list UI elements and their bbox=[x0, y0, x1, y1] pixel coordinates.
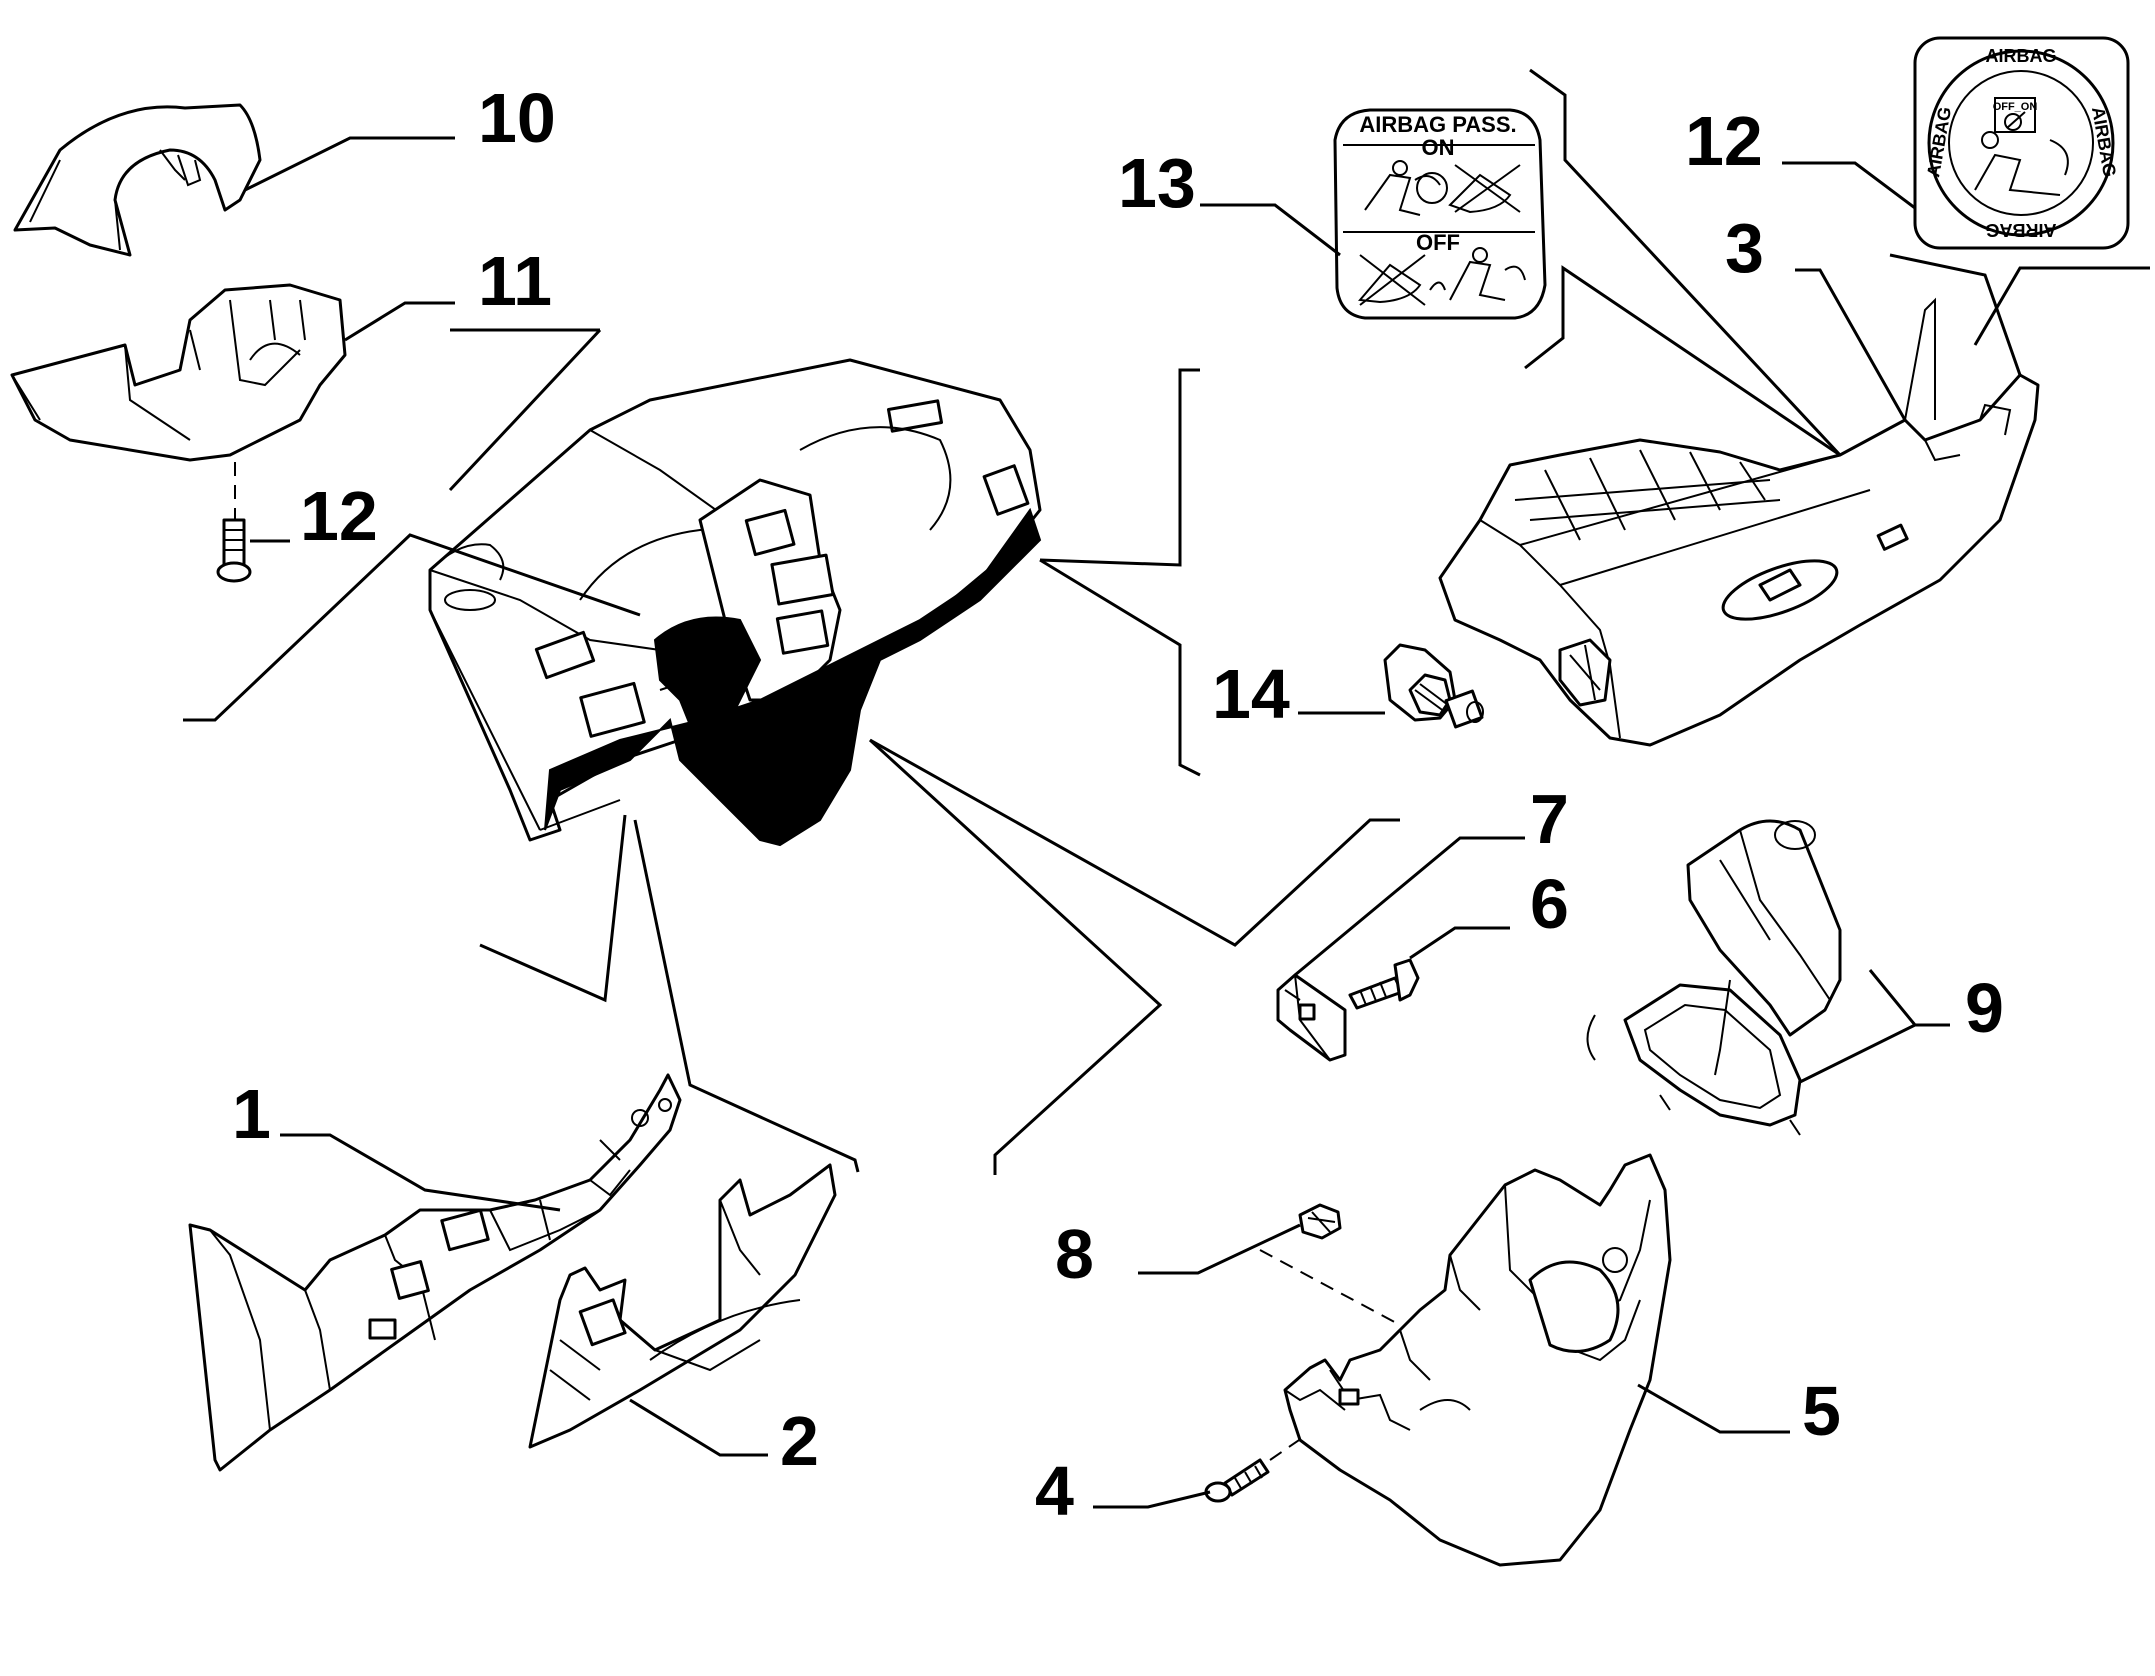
callout-12-right: 12 bbox=[1685, 102, 1763, 180]
seat-icon bbox=[1364, 160, 1448, 216]
leader-3b bbox=[1889, 253, 2022, 376]
callout-10: 10 bbox=[478, 79, 556, 157]
leader-dash-tl bbox=[183, 533, 641, 722]
leader-dash-11 bbox=[448, 328, 602, 492]
callout-3: 3 bbox=[1725, 209, 1764, 287]
part-5-center-console bbox=[1283, 1153, 1672, 1567]
part-11-lower-steering-shroud bbox=[10, 283, 347, 462]
part-3-glovebox bbox=[1438, 297, 2040, 747]
child-seat-crossed-icon bbox=[1448, 164, 1521, 214]
callout-13: 13 bbox=[1118, 144, 1196, 222]
leader-2 bbox=[629, 1398, 768, 1457]
leader-5 bbox=[1637, 1383, 1790, 1434]
on-text: ON bbox=[1422, 135, 1455, 160]
leader-6 bbox=[1409, 926, 1510, 960]
part-2-knee-panel bbox=[528, 1163, 837, 1449]
leader-13 bbox=[1200, 203, 1341, 257]
leader-dash-2 bbox=[633, 819, 860, 1173]
leader-10 bbox=[244, 136, 455, 192]
leader-9a bbox=[1868, 969, 1950, 1027]
leader-glovebox-top2 bbox=[1524, 265, 1841, 457]
leader-dash-r1 bbox=[1039, 368, 1200, 567]
part-14-switch bbox=[1383, 643, 1484, 729]
leader-11 bbox=[344, 301, 455, 342]
leader-glovebox-top bbox=[1529, 68, 1842, 457]
callout-1: 1 bbox=[232, 1075, 271, 1153]
callout-14: 14 bbox=[1212, 655, 1290, 733]
leader-dash-5 bbox=[868, 738, 1163, 1175]
leader-1 bbox=[280, 1133, 561, 1212]
off-text: OFF bbox=[1416, 230, 1460, 255]
leader-dash-1 bbox=[479, 814, 627, 1003]
part-7-bracket bbox=[1276, 973, 1347, 1062]
part-9-gear-boot bbox=[1586, 819, 1842, 1136]
part-13-airbag-pass-label: AIRBAG PASS. ON OFF bbox=[1333, 108, 1547, 320]
callout-5: 5 bbox=[1802, 1372, 1841, 1450]
callout-6: 6 bbox=[1530, 865, 1569, 943]
part-12-screw bbox=[216, 518, 252, 583]
leader-8 bbox=[1138, 1223, 1301, 1275]
leader-dash-7 bbox=[869, 738, 1400, 947]
off-on-text: OFF_ON bbox=[1993, 101, 2038, 113]
leader-3c bbox=[1973, 266, 2150, 346]
leader-12b bbox=[1782, 161, 1916, 210]
seat-icon-2 bbox=[1449, 247, 1526, 301]
callout-2: 2 bbox=[780, 1402, 819, 1480]
part-6-screw bbox=[1348, 958, 1420, 1010]
leader-3 bbox=[1795, 268, 1907, 421]
callout-7: 7 bbox=[1530, 780, 1569, 858]
callout-9: 9 bbox=[1965, 969, 2004, 1047]
callout-4: 4 bbox=[1035, 1452, 1074, 1530]
part-dashboard-assembly bbox=[428, 358, 1042, 847]
child-seat-crossed-icon-2 bbox=[1357, 254, 1446, 306]
seat-icon-3 bbox=[1974, 131, 2069, 196]
part-10-upper-steering-shroud bbox=[13, 103, 262, 257]
leader-dash-r2 bbox=[1039, 558, 1201, 777]
airbag-ring-top: AIRBAG bbox=[1986, 46, 2057, 66]
leader-9b bbox=[1799, 1023, 1916, 1084]
callout-11: 11 bbox=[478, 242, 552, 320]
leader-7 bbox=[1294, 836, 1525, 977]
clip-8-axis bbox=[1259, 1249, 1401, 1326]
leader-4 bbox=[1093, 1490, 1211, 1509]
part-12-airbag-badge: AIRBAG AIRBAG AIRBAG AIRBAG OFF_ON bbox=[1913, 36, 2130, 250]
airbag-ring-bottom: AIRBAG bbox=[1986, 220, 2057, 240]
part-1-lower-panel bbox=[188, 1073, 682, 1472]
airbag-pass-text: AIRBAG PASS. bbox=[1359, 112, 1516, 137]
part-8-clip bbox=[1298, 1203, 1342, 1240]
callout-12-left: 12 bbox=[300, 477, 378, 555]
callout-8: 8 bbox=[1055, 1215, 1094, 1293]
part-4-screw bbox=[1204, 1458, 1270, 1503]
